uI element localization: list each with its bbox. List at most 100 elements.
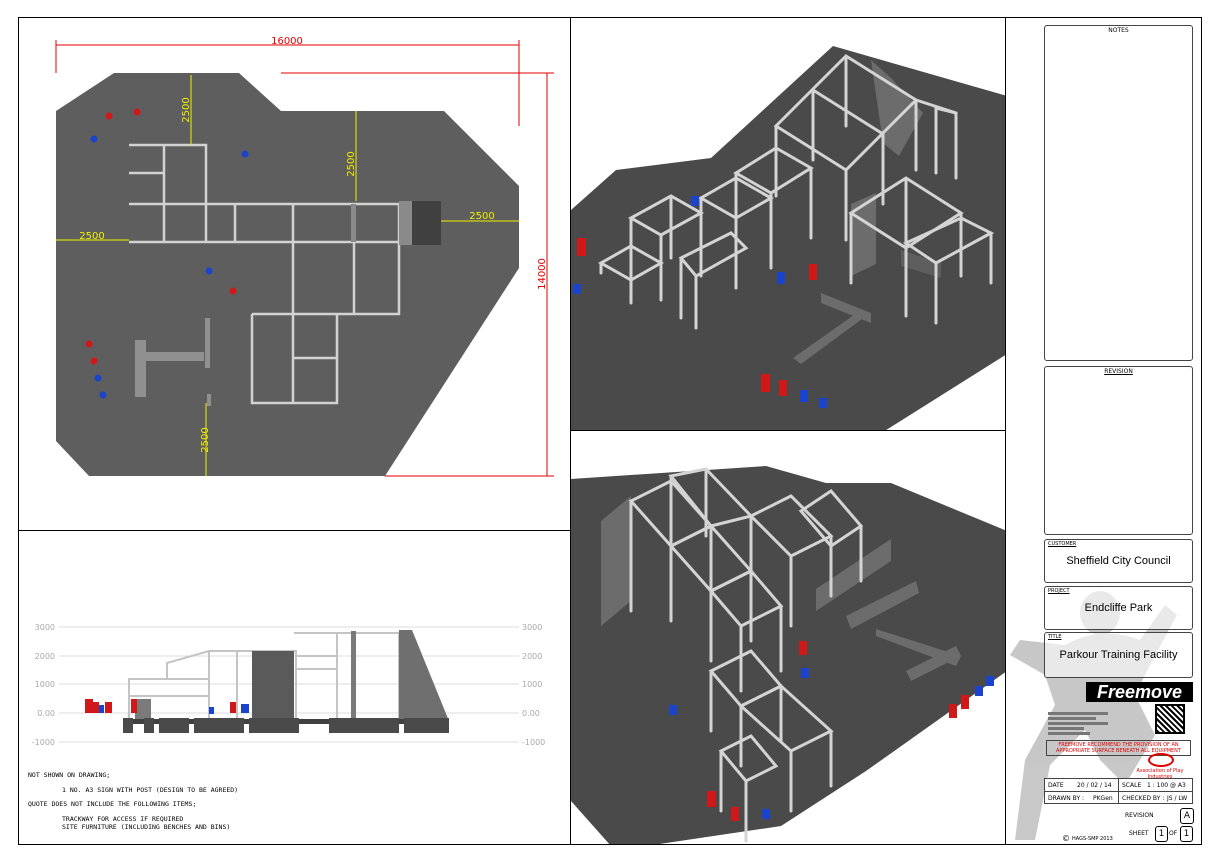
tick-label: 1000 [522, 680, 542, 689]
drawn-value: PKGen [1093, 795, 1113, 802]
red-post [131, 699, 137, 713]
dim-right-mid-label: 2500 [469, 211, 494, 222]
iso-view-top-panel [570, 17, 1006, 431]
iso-posts-bottom [669, 641, 994, 821]
tick-label: 0.00 [522, 709, 540, 718]
tick-label: -1000 [522, 738, 545, 747]
plan-platform-wall [399, 201, 412, 245]
title-block-panel [1005, 17, 1202, 845]
dim-top-left-label: 2500 [181, 97, 192, 122]
plan-wall-a [351, 204, 356, 242]
checked-value: JS / LW [1167, 795, 1188, 802]
red-post [93, 702, 99, 713]
title-box: TITLE Parkour Training Facility [1044, 632, 1193, 678]
surface-recommendation: FREEMOVE RECOMMEND THE PROVISION OF AN A… [1046, 740, 1191, 756]
red-post [779, 380, 787, 396]
iso-wall-b2 [816, 539, 891, 611]
customer-label: CUSTOMER [1048, 541, 1077, 547]
red-post [85, 699, 93, 713]
scale-label: SCALE [1122, 782, 1142, 789]
checked-label: CHECKED BY : [1122, 795, 1165, 802]
tick-label: 3000 [35, 623, 55, 632]
iso-posts-top [573, 196, 827, 408]
blue-post [94, 374, 102, 382]
red-post [577, 238, 586, 256]
blue-post [777, 272, 785, 284]
blue-post [99, 705, 104, 713]
api-logo-icon [1148, 753, 1174, 767]
elevation-frames [128, 632, 400, 720]
dim-left-label: 2500 [79, 231, 104, 242]
drawn-label: DRAWN BY : [1048, 795, 1085, 802]
blue-post [801, 668, 809, 678]
red-post [105, 112, 113, 120]
red-post [105, 702, 112, 713]
blue-post [573, 284, 581, 294]
iso-view-bottom-panel [570, 430, 1006, 845]
blue-post [205, 267, 213, 275]
revision-heading: REVISION [1104, 368, 1133, 375]
tick-label: 0.00 [37, 709, 55, 718]
red-post [799, 641, 807, 655]
scale-value: 1 : 100 @ A3 [1147, 782, 1186, 789]
plan-yellow-dimensions [56, 75, 519, 476]
plan-bench-a [135, 340, 146, 397]
iso-low-wall [901, 250, 941, 278]
plan-view: 16000 14000 2500 2500 2500 2500 2500 [55, 36, 554, 477]
elevation-ramp [399, 630, 449, 721]
sheet-total: 1 [1180, 826, 1193, 842]
iso-wall-b [601, 496, 631, 626]
elevation-left-ticks: 3000 2000 1000 0.00 -1000 [32, 623, 55, 747]
red-post [230, 702, 236, 713]
revision-box: REVISION [1044, 366, 1193, 535]
elevation-panel: 3000 2000 1000 0.00 -1000 3000 2000 1000… [18, 530, 571, 845]
red-post [949, 704, 957, 718]
plan-wall-c [207, 394, 211, 406]
dim-bottom-label: 2500 [200, 427, 211, 452]
plan-ground [56, 73, 519, 476]
tick-label: 3000 [522, 623, 542, 632]
red-post [761, 374, 770, 392]
api-name: Association of Play Industries [1136, 768, 1184, 780]
iso-bench [793, 310, 866, 364]
iso-frames-b [628, 467, 864, 843]
iso-ground [571, 46, 1005, 430]
plan-bench-b [146, 352, 204, 361]
tick-label: -1000 [32, 738, 55, 747]
blue-post [691, 196, 699, 206]
plan-red-dimensions [55, 40, 554, 477]
plan-wall-b [205, 318, 210, 368]
elevation-posts [85, 699, 249, 714]
qr-code-icon [1155, 704, 1185, 734]
blue-post [819, 398, 827, 408]
tick-label: 2000 [522, 652, 542, 661]
freemove-logo: Freemove [1086, 682, 1193, 702]
red-post [809, 264, 817, 280]
note-sign: 1 NO. A3 SIGN WITH POST (DESIGN TO BE AG… [62, 786, 239, 794]
title-value: Parkour Training Facility [1059, 649, 1178, 661]
project-value: Endcliffe Park [1084, 602, 1153, 614]
customer-value: Sheffield City Council [1066, 555, 1171, 567]
notes-box: NOTES [1044, 25, 1193, 361]
info-table: DATE 20 / 02 / 14 SCALE 1 : 100 @ A3 DRA… [1044, 778, 1193, 804]
of-label: OF [1169, 830, 1178, 837]
elevation-bench [135, 699, 151, 721]
blue-post [90, 135, 98, 143]
elevation-base-blocks [123, 718, 449, 733]
blue-post [669, 705, 677, 715]
elevation-right-ticks: 3000 2000 1000 0.00 -1000 [522, 623, 545, 747]
project-box: PROJECT Endcliffe Park [1044, 586, 1193, 630]
iso-wall [851, 193, 876, 276]
red-post [90, 357, 98, 365]
iso-view-top [571, 46, 1005, 430]
blue-post [241, 704, 249, 713]
red-post [133, 108, 141, 116]
sheet-label: SHEET [1129, 830, 1149, 837]
blue-post [99, 391, 107, 399]
blue-post [209, 707, 214, 714]
red-post [707, 791, 716, 807]
dim-width-label: 16000 [271, 36, 303, 47]
sheet-number: 1 [1155, 826, 1168, 842]
customer-box: CUSTOMER Sheffield City Council [1044, 539, 1193, 583]
blue-post [975, 686, 983, 696]
